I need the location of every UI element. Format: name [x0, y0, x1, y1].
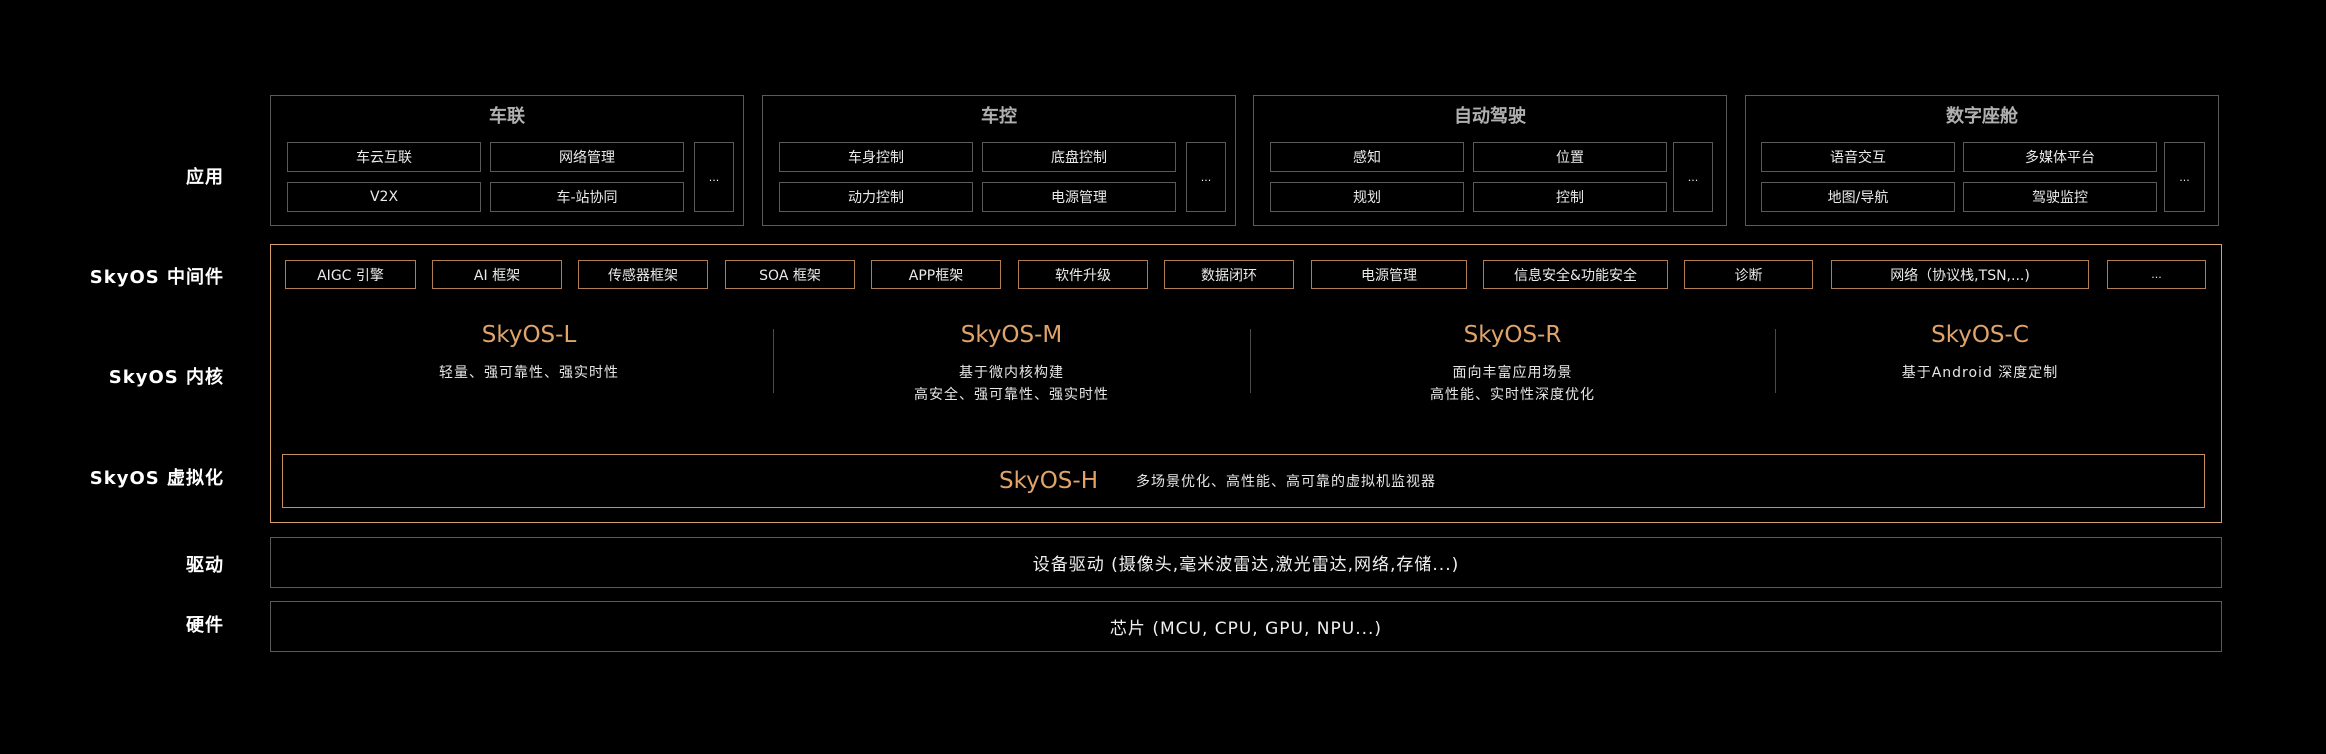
app-cell: 电源管理	[982, 182, 1176, 212]
kernel-skyos-l: SkyOS-L 轻量、强可靠性、强实时性	[285, 322, 773, 384]
app-cell: 驾驶监控	[1963, 182, 2157, 212]
app-cell: 规划	[1270, 182, 1464, 212]
group-title: 自动驾驶	[1454, 106, 1526, 127]
kernel-divider	[773, 329, 774, 393]
kernel-desc: 面向丰富应用场景高性能、实时性深度优化	[1430, 365, 1595, 403]
middleware-item: SOA 框架	[725, 260, 855, 289]
kernel-name: SkyOS-C	[1931, 322, 2029, 348]
app-cell: 动力控制	[779, 182, 973, 212]
middleware-item: 软件升级	[1018, 260, 1148, 289]
app-group-digital-cockpit: 数字座舱 语音交互 多媒体平台 地图/导航 驾驶监控 ...	[1745, 95, 2219, 226]
middleware-item-more: ...	[2107, 260, 2206, 289]
kernel-skyos-c: SkyOS-C 基于Android 深度定制	[1775, 322, 2185, 384]
middleware-item: 传感器框架	[578, 260, 708, 289]
app-cell: 控制	[1473, 182, 1667, 212]
app-cell: 位置	[1473, 142, 1667, 172]
app-more-cell: ...	[694, 142, 734, 212]
app-group-vehicle-control: 车控 车身控制 底盘控制 动力控制 电源管理 ...	[762, 95, 1236, 226]
row-label-virtualization: SkyOS 虚拟化	[89, 468, 224, 489]
app-cell: 底盘控制	[982, 142, 1176, 172]
kernel-name: SkyOS-M	[960, 322, 1063, 348]
app-cell: 车-站协同	[490, 182, 684, 212]
middleware-item: AIGC 引擎	[285, 260, 416, 289]
middleware-item: AI 框架	[432, 260, 562, 289]
app-cell: 车云互联	[287, 142, 481, 172]
group-title: 车控	[981, 106, 1017, 127]
kernel-desc: 基于微内核构建高安全、强可靠性、强实时性	[914, 365, 1109, 403]
kernel-skyos-r: SkyOS-R 面向丰富应用场景高性能、实时性深度优化	[1250, 322, 1775, 406]
hypervisor-name: SkyOS-H	[998, 468, 1098, 494]
app-cell: 语音交互	[1761, 142, 1955, 172]
kernel-desc: 轻量、强可靠性、强实时性	[439, 365, 619, 381]
middleware-item: APP框架	[871, 260, 1001, 289]
skyos-container	[270, 244, 2222, 523]
app-more-cell: ...	[2164, 142, 2205, 212]
middleware-item: 数据闭环	[1164, 260, 1294, 289]
app-cell: V2X	[287, 182, 481, 212]
kernel-divider	[1775, 329, 1776, 393]
hardware-layer: 芯片 (MCU, CPU, GPU, NPU...)	[270, 601, 2222, 652]
app-cell: 车身控制	[779, 142, 973, 172]
row-label-app: 应用	[186, 167, 224, 188]
app-cell: 地图/导航	[1761, 182, 1955, 212]
row-label-driver: 驱动	[186, 555, 224, 576]
middleware-item: 诊断	[1684, 260, 1813, 289]
group-title: 数字座舱	[1946, 106, 2018, 127]
app-cell: 网络管理	[490, 142, 684, 172]
app-more-cell: ...	[1186, 142, 1226, 212]
kernel-divider	[1250, 329, 1251, 393]
hypervisor-box: SkyOS-H 多场景优化、高性能、高可靠的虚拟机监视器	[282, 454, 2205, 508]
app-group-autonomous-driving: 自动驾驶 感知 位置 规划 控制 ...	[1253, 95, 1727, 226]
kernel-skyos-m: SkyOS-M 基于微内核构建高安全、强可靠性、强实时性	[773, 322, 1250, 406]
kernel-desc: 基于Android 深度定制	[1901, 365, 2059, 381]
app-more-cell: ...	[1673, 142, 1713, 212]
group-title: 车联	[489, 106, 525, 127]
kernel-name: SkyOS-L	[481, 322, 577, 348]
app-cell: 感知	[1270, 142, 1464, 172]
middleware-item: 信息安全&功能安全	[1483, 260, 1668, 289]
row-label-kernel: SkyOS 内核	[108, 367, 224, 388]
middleware-item: 网络（协议栈,TSN,...)	[1831, 260, 2089, 289]
kernel-name: SkyOS-R	[1463, 322, 1562, 348]
hypervisor-desc: 多场景优化、高性能、高可靠的虚拟机监视器	[1136, 474, 1436, 490]
app-cell: 多媒体平台	[1963, 142, 2157, 172]
driver-layer: 设备驱动 (摄像头,毫米波雷达,激光雷达,网络,存储...)	[270, 537, 2222, 588]
row-label-hardware: 硬件	[186, 615, 224, 636]
app-group-connectivity: 车联 车云互联 网络管理 V2X 车-站协同 ...	[270, 95, 744, 226]
middleware-item: 电源管理	[1311, 260, 1467, 289]
row-label-middleware: SkyOS 中间件	[89, 267, 224, 288]
